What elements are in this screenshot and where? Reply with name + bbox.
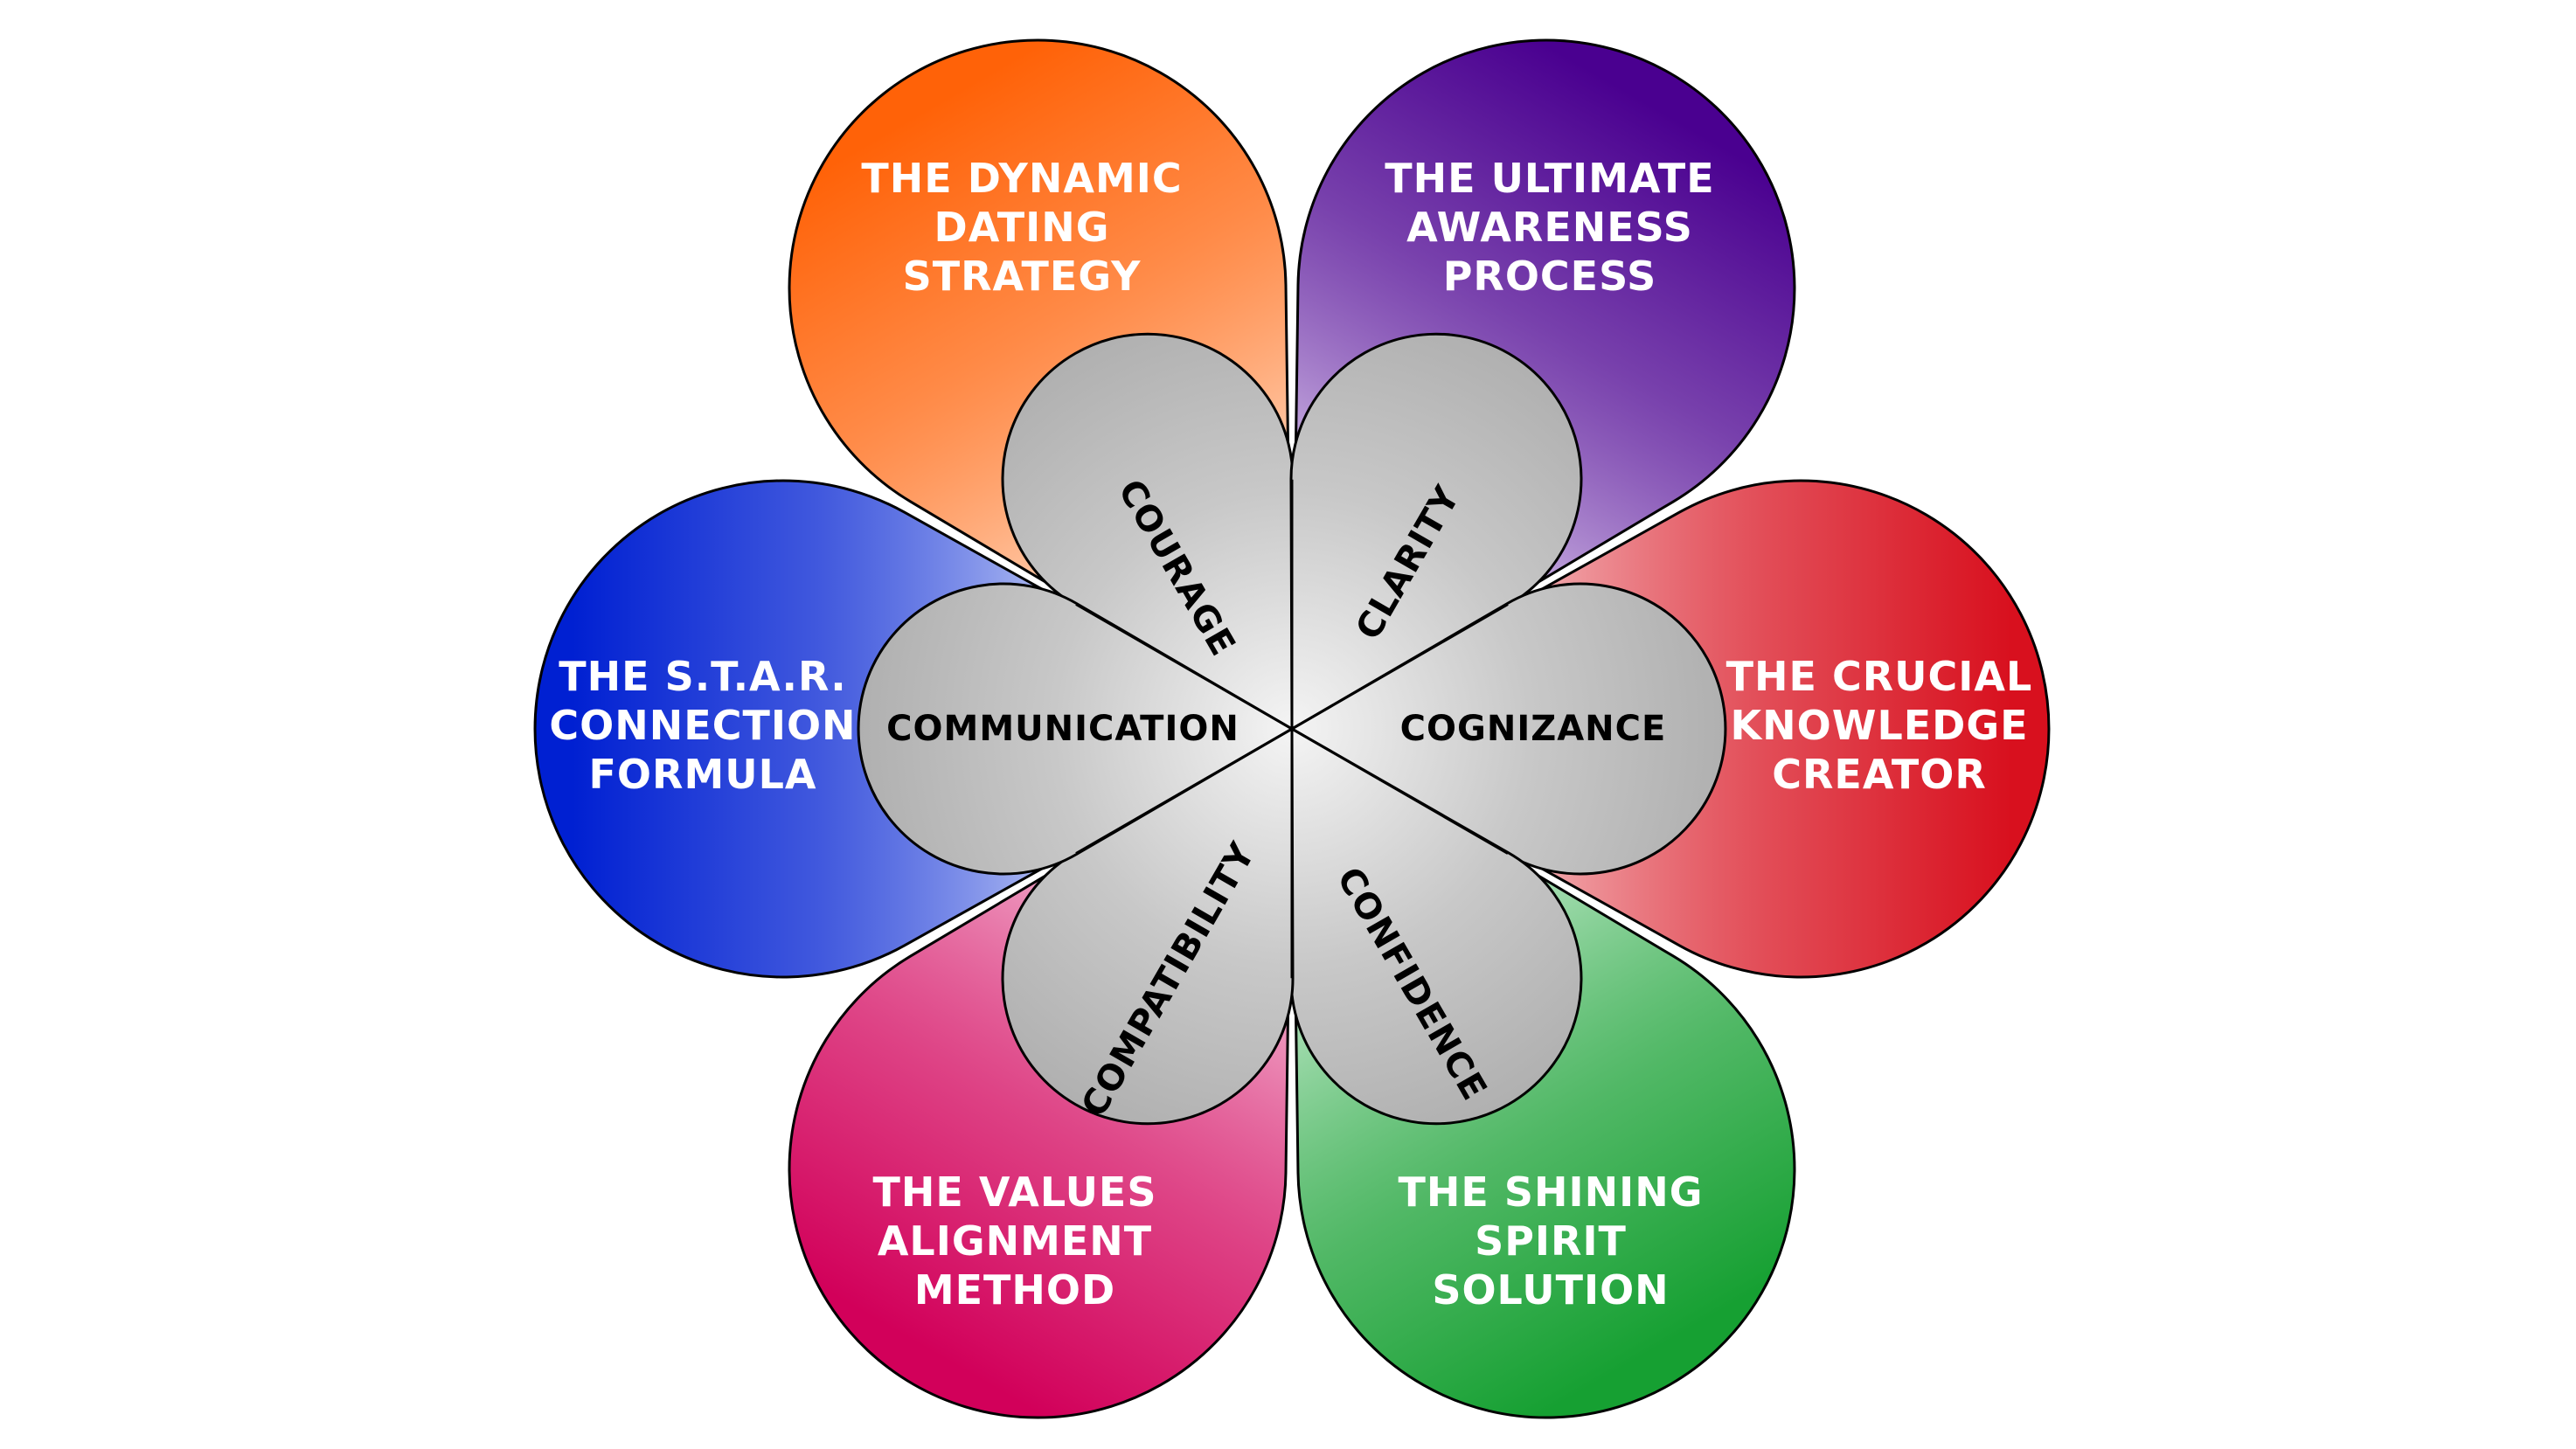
program-label-line: DATING xyxy=(934,204,1110,251)
program-label-line: CREATOR xyxy=(1772,751,1987,798)
program-label-line: FORMULA xyxy=(589,751,817,798)
inner-petal-confidence xyxy=(1289,727,1583,1126)
program-label-line: THE DYNAMIC xyxy=(861,155,1182,202)
inner-petal-cognizance xyxy=(1290,582,1727,876)
program-label-line: CONNECTION xyxy=(549,702,856,749)
inner-petal-clarity xyxy=(1289,332,1583,731)
program-label-line: STRATEGY xyxy=(903,253,1142,300)
program-label-line: KNOWLEDGE xyxy=(1730,702,2028,749)
program-label-line: METHOD xyxy=(914,1266,1115,1314)
quality-label-cognizance: COGNIZANCE xyxy=(1400,709,1667,749)
inner-petals-group xyxy=(857,332,1727,1126)
inner-petal-communication xyxy=(857,582,1294,876)
divider-line xyxy=(1075,603,1509,855)
program-label-line: THE VALUES xyxy=(873,1168,1157,1216)
inner-petal-compatibility xyxy=(1001,727,1295,1126)
program-label-line: SPIRIT xyxy=(1475,1217,1627,1265)
inner-petal-courage xyxy=(1001,332,1295,731)
program-label-line: THE ULTIMATE xyxy=(1385,155,1714,202)
quality-label-communication: COMMUNICATION xyxy=(886,709,1239,749)
program-label-line: THE SHINING xyxy=(1399,1168,1704,1216)
program-label-line: AWARENESS xyxy=(1406,204,1693,251)
program-label-line: THE S.T.A.R. xyxy=(559,653,846,700)
program-label-line: THE CRUCIAL xyxy=(1726,653,2033,700)
program-label-line: SOLUTION xyxy=(1432,1266,1669,1314)
program-label-line: ALIGNMENT xyxy=(878,1217,1152,1265)
program-label-line: PROCESS xyxy=(1443,253,1657,300)
center-dividers xyxy=(1075,479,1509,979)
